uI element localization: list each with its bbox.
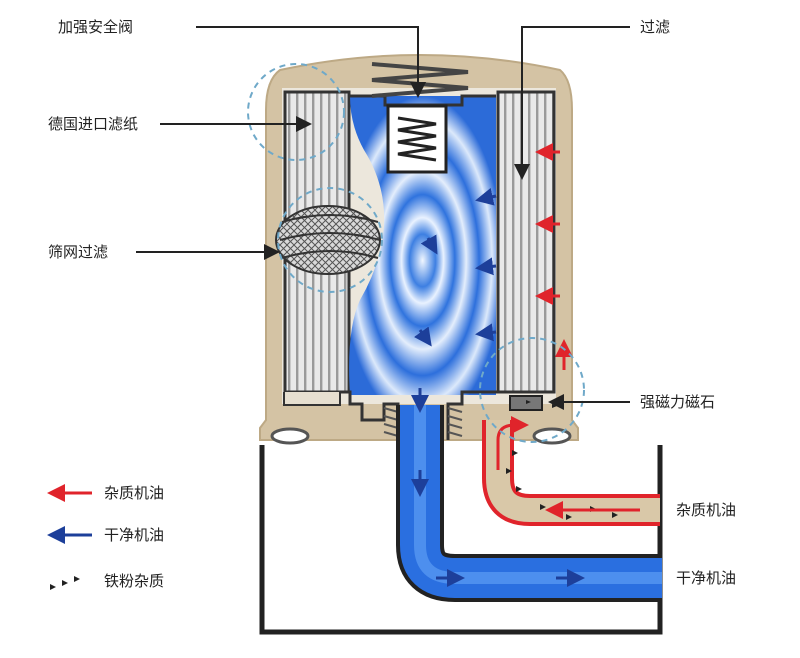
legend-symbols — [47, 484, 92, 590]
label-magnet: 强磁力磁石 — [640, 393, 716, 411]
dirty-oil-arrows — [496, 143, 640, 519]
legend-iron-particles-label: 铁粉杂质 — [104, 572, 165, 590]
label-safety-valve: 加强安全阀 — [58, 18, 134, 36]
clean-oil-arrows — [411, 187, 585, 587]
label-clean-oil-out: 干净机油 — [676, 569, 737, 587]
gasket-right — [532, 427, 572, 445]
label-filtering: 过滤 — [640, 18, 671, 36]
mesh-screen — [275, 205, 381, 275]
valve-spring — [397, 116, 437, 162]
legend-clean-oil-label: 干净机油 — [104, 526, 165, 544]
mount-bracket — [259, 445, 663, 635]
safety-valve — [386, 104, 448, 174]
gasket-left — [270, 427, 310, 445]
base-left-block — [283, 392, 341, 406]
filter-paper-right — [496, 90, 556, 394]
label-mesh-filter: 筛网过滤 — [48, 243, 109, 261]
label-dirty-oil-in: 杂质机油 — [676, 501, 737, 519]
label-filter-paper: 德国进口滤纸 — [48, 115, 139, 133]
legend-dirty-oil-label: 杂质机油 — [104, 484, 165, 502]
legend-iron-particles-mark — [50, 576, 80, 590]
leader-lines — [136, 26, 630, 410]
highlight-circles — [247, 63, 585, 443]
threads — [383, 407, 463, 437]
top-spring — [371, 62, 469, 98]
